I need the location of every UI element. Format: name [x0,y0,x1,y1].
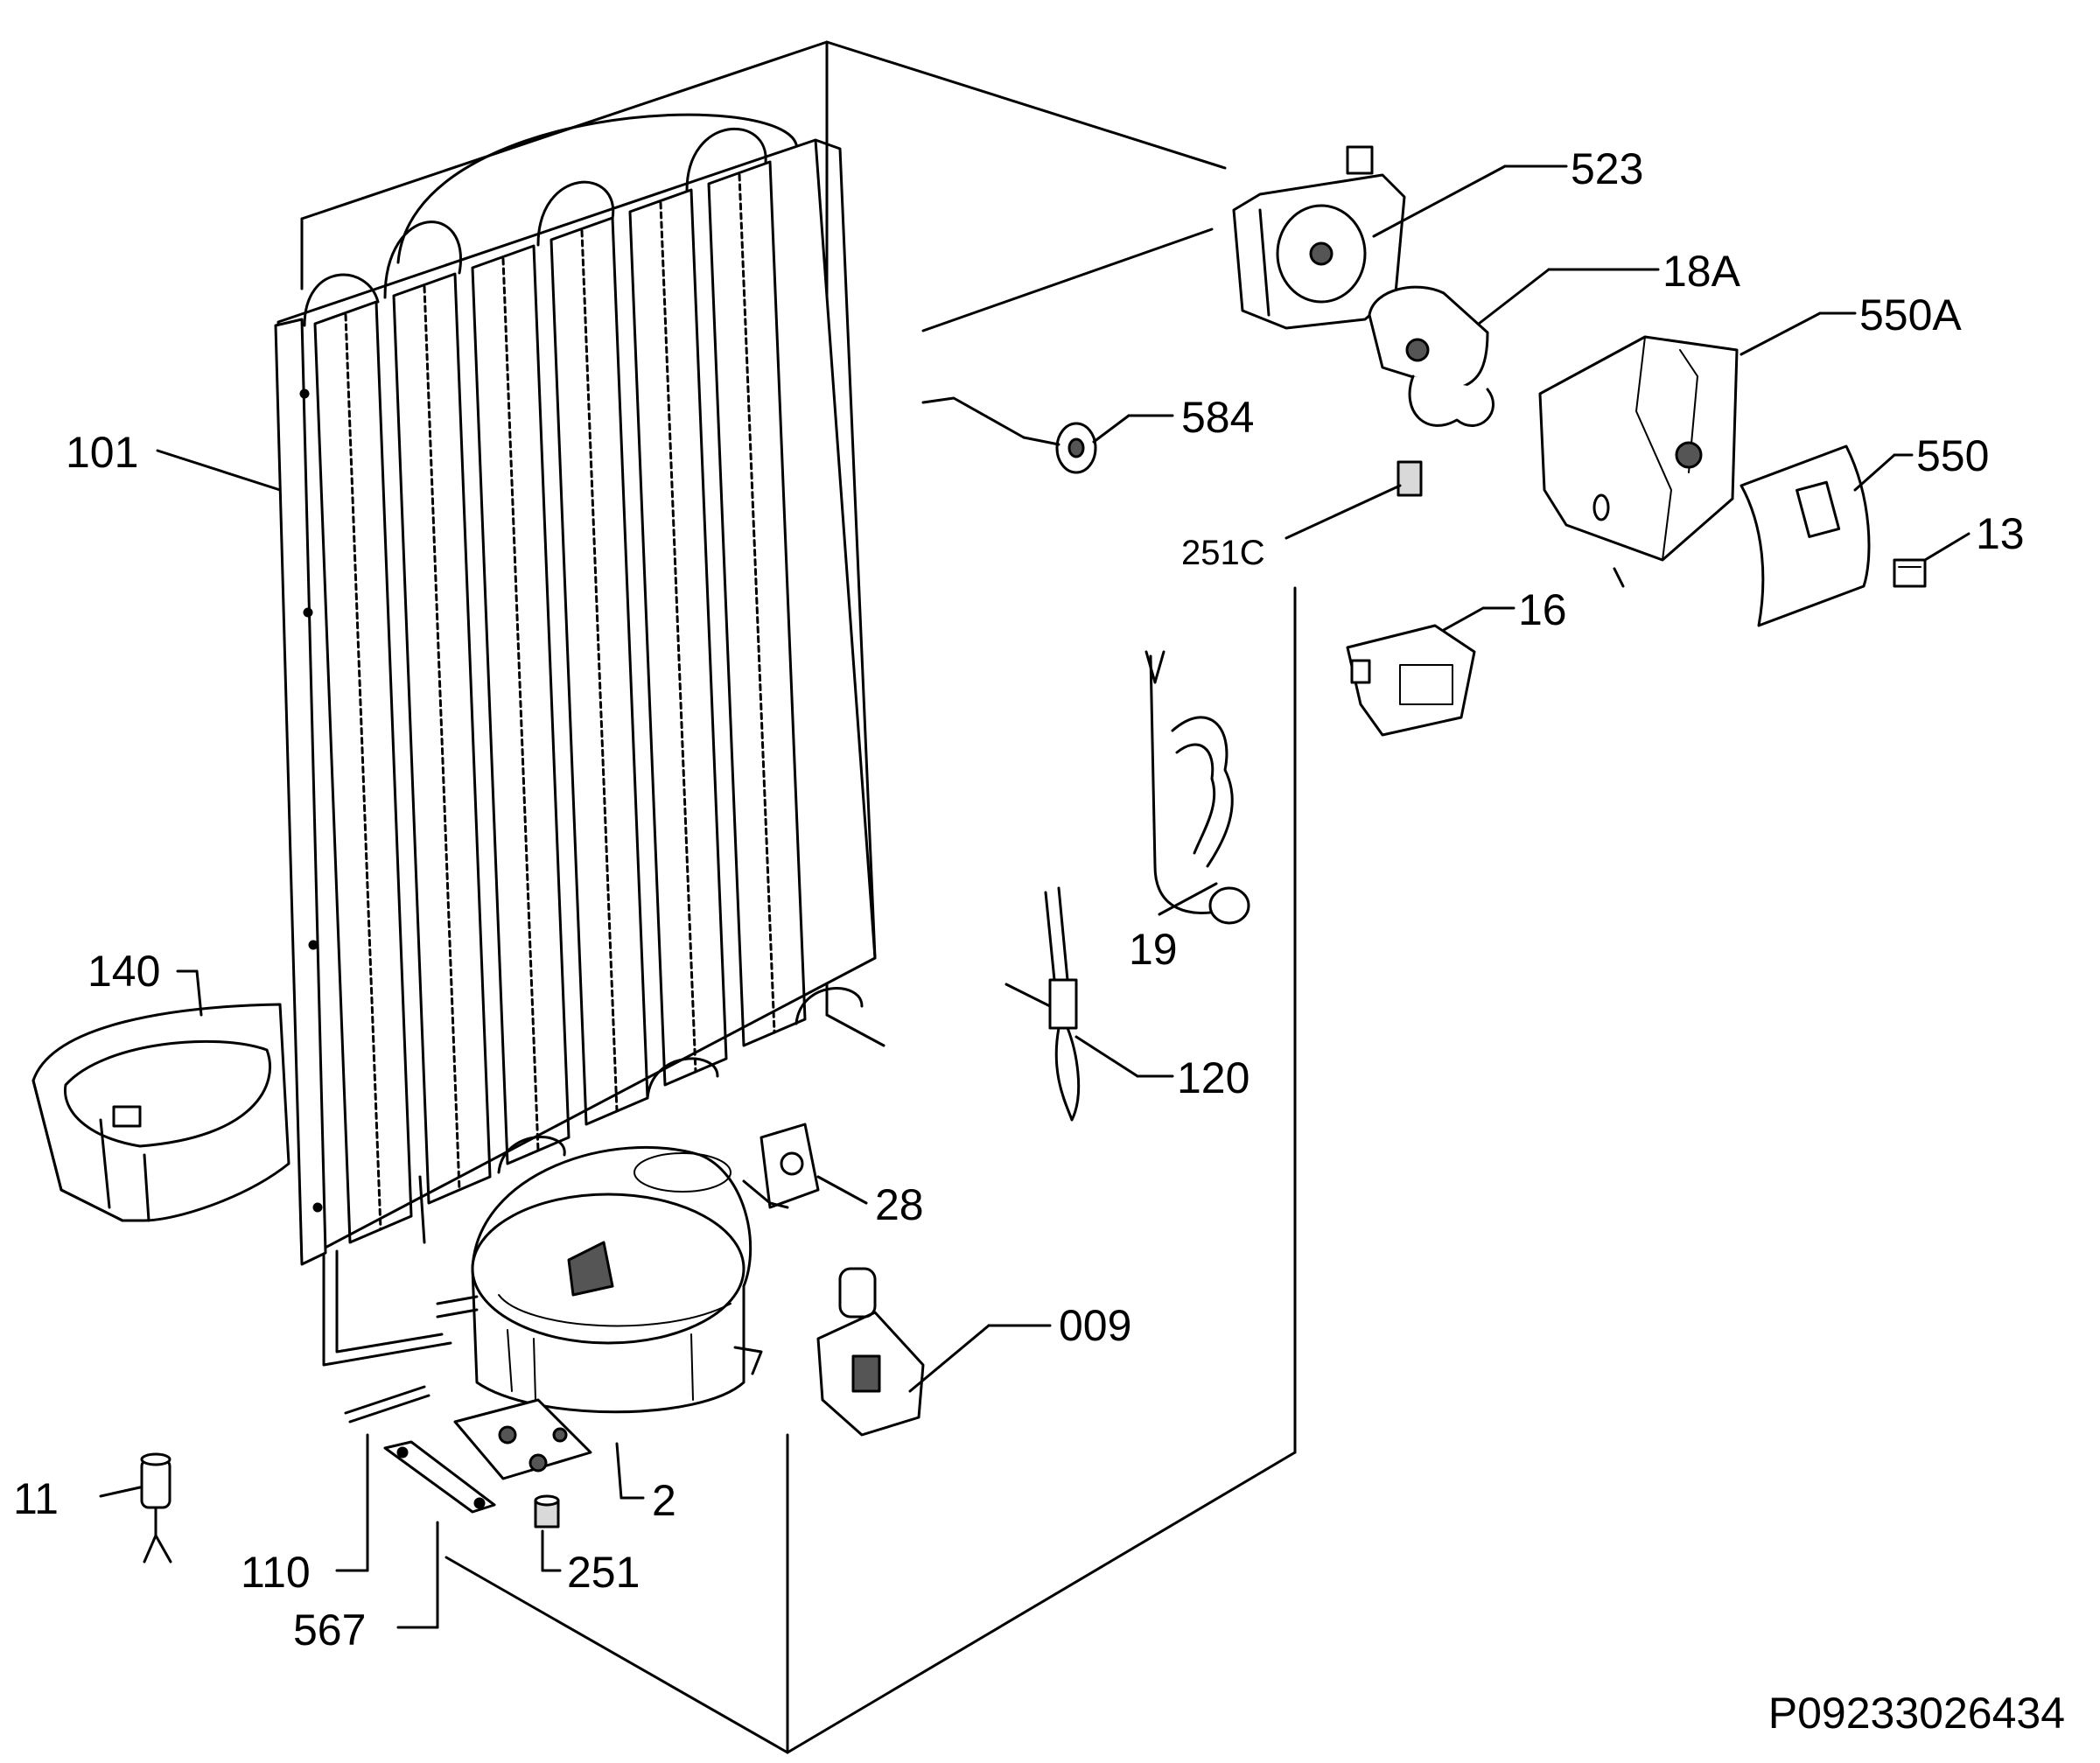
label-009: 009 [1059,1301,1132,1350]
label-550a: 550A [1859,290,1962,339]
label-28: 28 [875,1180,924,1229]
start-device-11 [140,1452,172,1564]
mounting-plate [383,1440,496,1514]
condenser [274,113,877,1424]
bracket-28 [742,1123,820,1209]
thermostat-housing [1538,335,1739,588]
label-11: 11 [13,1474,59,1523]
label-140: 140 [88,947,161,996]
compressor [436,1145,763,1480]
relay-009 [816,1267,925,1437]
heater-cord [1144,650,1250,925]
small-component [1396,460,1423,497]
label-120: 120 [1177,1053,1250,1102]
fan-motor [1368,285,1494,427]
grommet [534,1494,560,1529]
label-110: 110 [241,1548,311,1597]
holder-584 [921,396,1097,474]
knob-cover [1740,444,1871,627]
label-550: 550 [1916,431,1990,480]
label-2: 2 [652,1476,676,1525]
drip-tray [32,1003,290,1222]
sensor-120 [1004,886,1081,1122]
label-523: 523 [1571,144,1644,193]
lamp-socket [1346,624,1476,737]
label-18a: 18A [1662,247,1740,296]
label-101: 101 [66,428,139,477]
label-584: 584 [1181,393,1255,442]
label-567: 567 [293,1606,367,1655]
label-13: 13 [1976,509,2025,558]
label-251: 251 [567,1548,640,1597]
leader-lines [99,164,1970,1629]
label-251c: 251C [1181,534,1265,572]
document-code: P09233026434 [1768,1689,2065,1738]
label-19: 19 [1129,925,1178,974]
label-16: 16 [1518,585,1567,634]
switch [1893,558,1927,588]
